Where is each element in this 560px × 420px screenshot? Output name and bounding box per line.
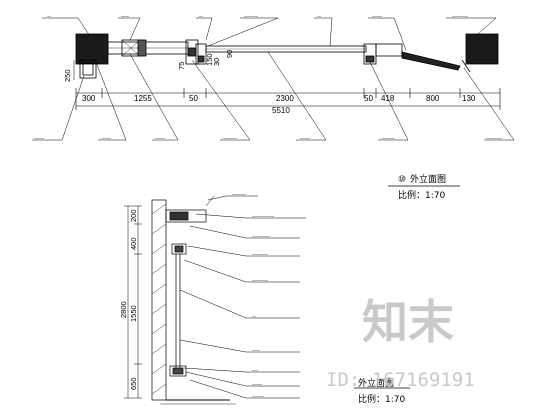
top-leader-labels: __ ____ __ _______ __ _____ ________: [46, 12, 469, 17]
section-label-2: ___________: [251, 212, 275, 217]
small-dims: 250 75 150 90 30: [63, 50, 234, 82]
section-drawing: [151, 195, 236, 405]
section-label-1: _______: [231, 190, 247, 195]
bottom-leader-label-1: _____: [33, 134, 45, 139]
dim-50b: 50: [364, 94, 373, 103]
section-title: 外立面图: [410, 173, 446, 185]
bottom-leader-label-3: _____: [154, 134, 166, 139]
top-leader-label-2: ____: [120, 12, 130, 17]
section-title-block: ⑩ 外立面图 比例：1:70: [388, 173, 460, 201]
section-label-8: ___: [251, 366, 259, 371]
post-mid-1: [185, 39, 199, 65]
dim-50a: 50: [189, 94, 198, 103]
bottom-leaders: [32, 51, 515, 141]
top-leader-label-7: ________: [451, 12, 469, 17]
section-label-9: _____: [251, 380, 263, 385]
section-dim-labels: 2800 200 400 1550 650: [119, 209, 138, 390]
dim-800: 800: [426, 94, 440, 103]
dim-75: 75: [177, 62, 186, 70]
top-leader-label-1: __: [46, 12, 52, 17]
right-dark-block: [465, 33, 499, 65]
post-mid-2: [195, 43, 207, 65]
left-post-inner: [82, 62, 94, 76]
dim-130: 130: [462, 94, 476, 103]
dim-300: 300: [82, 94, 96, 103]
top-plan: [75, 33, 499, 79]
frame-a-fill: [137, 39, 147, 57]
section-label-5: ________: [251, 276, 269, 281]
bottom-leader-label-6: _______: [380, 134, 396, 139]
top-leader-label-3: __: [198, 12, 204, 17]
bottom-leader-label-4: _______: [222, 134, 238, 139]
dim-row-labels: 300 1255 50 2300 50 418 800 130 5510: [82, 94, 476, 115]
section-scale: 比例：1:70: [398, 189, 445, 201]
bottom-leader-labels: _____ _____ _____ _______ _____ _______ …: [33, 134, 503, 139]
section-title-mark: ⑩: [398, 175, 406, 185]
watermark-id: ID: 167169191: [326, 369, 475, 391]
left-dark-block: [75, 33, 109, 65]
bottom-leader-label-2: _____: [100, 134, 112, 139]
dim-2300: 2300: [276, 94, 294, 103]
dim-2800: 2800: [119, 301, 128, 318]
section-leader-labels: _______ ___________ _________ ________ _…: [231, 190, 275, 397]
watermark: 知末 ID: 167169191: [326, 295, 475, 391]
dim-400: 400: [129, 237, 138, 250]
dim-200: 200: [129, 209, 138, 222]
section-label-3: _________: [251, 232, 271, 237]
slanted-arm: [401, 51, 461, 71]
dim-total: 5510: [272, 106, 290, 115]
dim-1550: 1550: [129, 305, 138, 322]
section-label-6: __: [251, 312, 257, 317]
section-dims: [124, 205, 142, 399]
upper-bracket: [171, 243, 187, 255]
header-frame: [165, 209, 207, 223]
dim-90: 90: [225, 50, 234, 58]
bottom-title-block: 外立面图 比例：1:70: [354, 377, 410, 405]
section-leaders: [179, 195, 306, 399]
bottom-scale: 比例：1:70: [358, 393, 405, 405]
section-label-7: ____: [251, 346, 261, 351]
dim-150: 150: [205, 53, 214, 66]
section-label-4: ________: [251, 250, 269, 255]
dim-250: 250: [63, 69, 72, 82]
bottom-leader-label-7: ________: [485, 134, 503, 139]
dim-row: [75, 88, 501, 110]
dim-650: 650: [129, 377, 138, 390]
wall: [151, 199, 167, 401]
top-leader-label-4: _______: [243, 12, 259, 17]
top-leaders: [42, 17, 497, 51]
beam-right: [375, 43, 403, 57]
top-leader-label-5: __: [316, 12, 322, 17]
dim-1255: 1255: [134, 94, 152, 103]
top-leader-label-6: _____: [371, 12, 383, 17]
dim-30: 30: [212, 58, 221, 66]
left-post-box: [79, 59, 97, 79]
section-label-10: ______: [251, 392, 265, 397]
bottom-leader-label-5: _____: [299, 134, 311, 139]
watermark-logo: 知末: [362, 295, 454, 349]
lower-sill: [169, 365, 187, 377]
bottom-title: 外立面图: [358, 377, 394, 389]
